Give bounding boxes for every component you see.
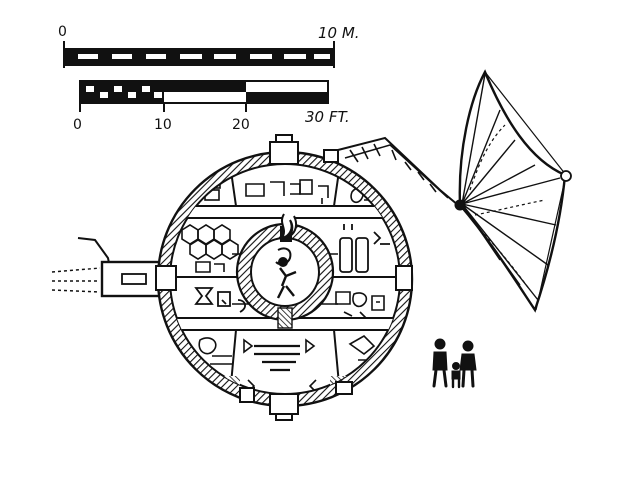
dish-antenna-icon	[337, 69, 572, 313]
imperial-tick-10: 10	[154, 117, 172, 133]
docking-ports	[155, 134, 413, 421]
entry-module	[51, 237, 162, 298]
metric-scale-bar: 0 10 M.	[58, 24, 360, 68]
imperial-end-label: 30 FT.	[305, 108, 350, 126]
metric-start-label: 0	[58, 24, 67, 40]
central-core	[235, 222, 335, 329]
human-figure-icon	[432, 338, 477, 389]
imperial-scale-bar: 0 10 20 30 FT.	[73, 80, 350, 133]
imperial-tick-0: 0	[73, 117, 82, 133]
flame-icon	[275, 213, 298, 299]
metric-end-label: 10 M.	[318, 24, 360, 42]
imperial-tick-20: 20	[232, 117, 250, 133]
